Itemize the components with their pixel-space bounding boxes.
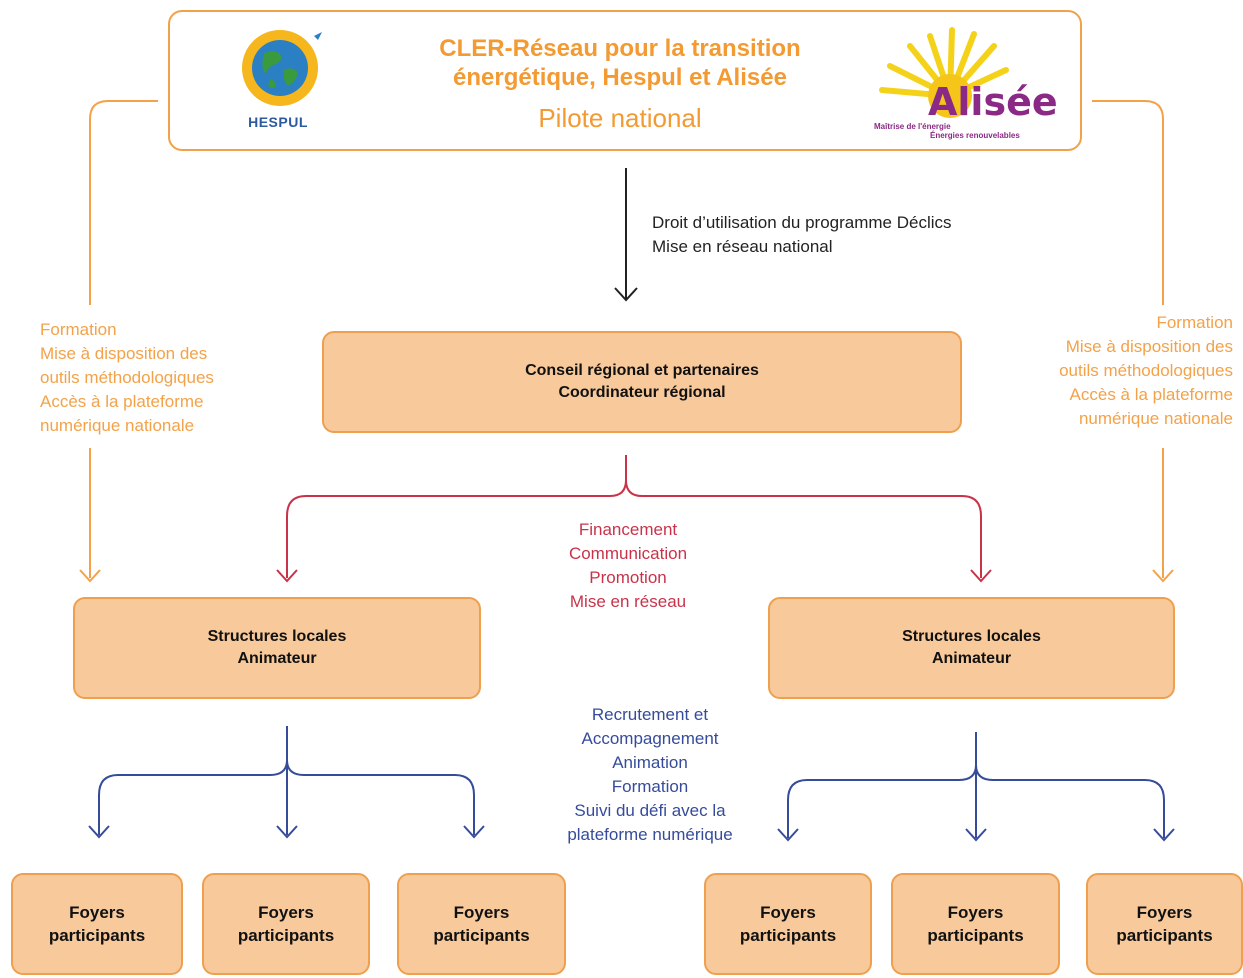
side-link-text-left: Formation Mise à disposition des outils … xyxy=(40,318,280,438)
regional-box: Conseil régional et partenaires Coordina… xyxy=(322,331,962,433)
side-link-line: outils méthodologiques xyxy=(40,368,214,387)
pilot-subtitle: Pilote national xyxy=(538,103,702,133)
local-link-line: Recrutement et xyxy=(591,705,709,724)
local-box-right: Structures locales Animateur xyxy=(768,597,1175,699)
side-link-text-right: Formation Mise à disposition des outils … xyxy=(983,311,1233,431)
side-link-line: outils méthodologiques xyxy=(1059,361,1233,380)
regional-link-text: Financement Communication Promotion Mise… xyxy=(528,518,728,614)
side-link-line: Formation xyxy=(1156,313,1233,332)
foyer-line1: Foyers xyxy=(1136,903,1193,922)
local-link-line: plateforme numérique xyxy=(567,825,733,844)
side-link-line: Mise à disposition des xyxy=(40,344,208,363)
national-link-text: Droit d’utilisation du programme Déclics… xyxy=(652,211,1072,259)
side-link-line: Accès à la plateforme xyxy=(1069,385,1233,404)
regional-line1: Conseil régional et partenaires xyxy=(525,362,759,379)
local-line2: Animateur xyxy=(931,650,1012,667)
alisee-logo: Alisée Maîtrise de l'énergie Énergies re… xyxy=(870,26,1058,144)
regional-brace xyxy=(276,455,992,583)
foyer-box: Foyers participants xyxy=(397,873,566,975)
side-link-line: Mise à disposition des xyxy=(1065,337,1233,356)
foyer-line2: participants xyxy=(433,926,530,945)
national-arrow xyxy=(614,168,638,302)
regional-link-line: Financement xyxy=(578,520,678,539)
local-brace-left xyxy=(88,726,485,839)
side-link-line: Formation xyxy=(40,320,117,339)
alisee-logo-tagline: Maîtrise de l'énergie Énergies renouvela… xyxy=(874,122,1050,140)
alisee-tagline-2: Énergies renouvelables xyxy=(930,131,1020,140)
foyer-box: Foyers participants xyxy=(202,873,370,975)
local-link-line: Accompagnement xyxy=(581,729,719,748)
hespul-logo-label: HESPUL xyxy=(248,114,308,130)
regional-link-line: Mise en réseau xyxy=(569,592,687,611)
pilot-title-line1: CLER-Réseau pour la transition xyxy=(439,35,801,62)
foyer-box: Foyers participants xyxy=(1086,873,1243,975)
foyer-box: Foyers participants xyxy=(704,873,872,975)
orange-connector-left xyxy=(79,100,158,583)
local-link-line: Formation xyxy=(611,777,689,796)
local-link-line: Suivi du défi avec la xyxy=(574,801,726,820)
regional-link-line: Promotion xyxy=(589,568,667,587)
foyer-line1: Foyers xyxy=(947,903,1004,922)
regional-line2: Coordinateur régional xyxy=(558,384,726,401)
local-line2: Animateur xyxy=(237,650,317,667)
regional-link-line: Communication xyxy=(568,544,688,563)
local-line1: Structures locales xyxy=(207,628,347,645)
national-link-line1: Droit d’utilisation du programme Déclics xyxy=(652,213,952,232)
foyer-line2: participants xyxy=(739,926,837,945)
globe-icon xyxy=(242,30,322,106)
side-link-line: numérique nationale xyxy=(40,416,195,435)
local-box-left: Structures locales Animateur xyxy=(73,597,481,699)
local-brace-right xyxy=(777,732,1175,842)
hespul-logo: HESPUL xyxy=(222,20,342,138)
local-link-text: Recrutement et Accompagnement Animation … xyxy=(530,703,770,847)
sun-icon xyxy=(879,27,1009,118)
foyer-line1: Foyers xyxy=(258,903,314,922)
orange-connector-right xyxy=(1092,100,1174,583)
foyer-line2: participants xyxy=(48,926,146,945)
pilot-title-line2: énergétique, Hespul et Alisée xyxy=(453,64,787,91)
foyer-box: Foyers participants xyxy=(11,873,183,975)
side-link-line: Accès à la plateforme xyxy=(40,392,204,411)
foyer-line2: participants xyxy=(237,926,335,945)
national-link-line2: Mise en réseau national xyxy=(652,237,833,256)
foyer-box: Foyers participants xyxy=(891,873,1060,975)
foyer-line1: Foyers xyxy=(69,903,125,922)
foyer-line1: Foyers xyxy=(453,903,510,922)
foyer-line2: participants xyxy=(927,926,1024,945)
pilot-title: CLER-Réseau pour la transition énergétiq… xyxy=(360,34,880,92)
alisee-logo-word: Alisée xyxy=(928,80,1058,124)
alisee-tagline-1: Maîtrise de l'énergie xyxy=(874,122,951,131)
foyer-line1: Foyers xyxy=(760,903,816,922)
local-line1: Structures locales xyxy=(902,628,1041,645)
foyer-line2: participants xyxy=(1116,926,1213,945)
side-link-line: numérique nationale xyxy=(1078,409,1233,428)
local-link-line: Animation xyxy=(612,753,688,772)
